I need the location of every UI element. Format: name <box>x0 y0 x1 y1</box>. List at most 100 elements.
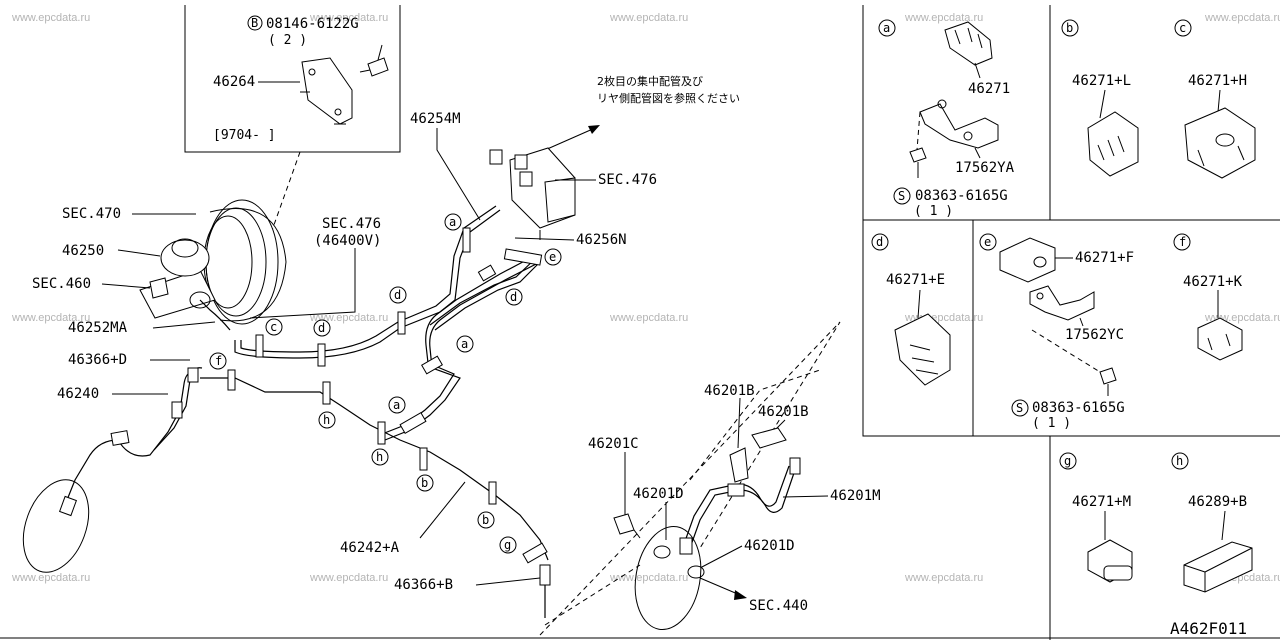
clip-marker-a: a <box>388 396 406 414</box>
panel-g-letter: g <box>1064 454 1071 468</box>
bolt-symbol-circle <box>247 15 263 31</box>
panel-e-qty: ( 1 ) <box>1032 416 1071 431</box>
clip-46271H-shape <box>1184 107 1256 179</box>
svg-text:b: b <box>421 476 428 490</box>
clip-marker-d: d <box>389 286 407 304</box>
svg-text:d: d <box>394 288 401 302</box>
bracket-17562YA-shape <box>919 103 999 149</box>
watermark: www.epcdata.ru <box>609 12 688 24</box>
brake-booster-assembly <box>139 199 287 325</box>
panel-e: e 46271+F 17562YC S 08363-6165G ( 1 ) <box>979 233 1134 431</box>
clip-marker-b: b <box>416 474 434 492</box>
bolt-symbol: B <box>251 16 258 30</box>
watermark: www.epcdata.ru <box>904 572 983 584</box>
svg-text:b: b <box>482 513 489 527</box>
clip-marker-d: d <box>313 319 331 337</box>
arrow-head <box>734 590 747 600</box>
watermark: www.epcdata.ru <box>309 572 388 584</box>
part-46201B-b-label: 46201B <box>758 404 809 420</box>
panel-a-bolt: 08363-6165G <box>915 188 1008 204</box>
panel-d-letter: d <box>876 235 883 249</box>
panel-d-part: 46271+E <box>886 272 945 288</box>
sec476-b-label: SEC.476 <box>322 216 381 232</box>
clip-marker-g: g <box>499 536 517 554</box>
watermark: www.epcdata.ru <box>1204 12 1280 24</box>
svg-text:h: h <box>323 413 330 427</box>
note-line-2: リヤ側配管図を参照ください <box>597 91 740 105</box>
panel-f: f 46271+K <box>1173 233 1243 361</box>
date-range: [9704- ] <box>213 128 276 143</box>
clip-marker-d: d <box>505 288 523 306</box>
panel-f-part: 46271+K <box>1183 274 1243 290</box>
panel-e-bolt: 08363-6165G <box>1032 400 1125 416</box>
sec476-b-sub: (46400V) <box>314 233 381 249</box>
left-callouts: SEC.470 46250 SEC.460 46252MA 46366+D 46… <box>32 206 381 402</box>
panel-c-part: 46271+H <box>1188 73 1247 89</box>
inset-bracket-46264: B 08146-6122G ( 2 ) 46264 [9704- ] <box>184 5 401 321</box>
svg-text:h: h <box>376 450 383 464</box>
panel-c-letter: c <box>1179 21 1186 35</box>
clip-marker-f: f <box>209 352 227 370</box>
part-46264-label: 46264 <box>213 74 255 90</box>
clip-46289B-shape <box>1183 541 1253 593</box>
sec440-label: SEC.440 <box>749 598 808 614</box>
clip-markers: c d d d a e a f h a h b b g <box>209 213 562 554</box>
sec470-label: SEC.470 <box>62 206 121 222</box>
clip-46271-shape <box>944 21 993 66</box>
panel-e-part: 46271+F <box>1075 250 1134 266</box>
watermark: www.epcdata.ru <box>309 312 388 324</box>
panel-h: h 46289+B <box>1171 452 1253 593</box>
bolt-part-number: 08146-6122G <box>266 16 359 32</box>
clip-marker-h: h <box>318 411 336 429</box>
part-46240-label: 46240 <box>57 386 99 402</box>
svg-text:a: a <box>449 215 456 229</box>
part-46201D-b-label: 46201D <box>744 538 795 554</box>
part-46250-label: 46250 <box>62 243 104 259</box>
hose-bolt-shape <box>613 513 635 535</box>
panel-d: d 46271+E <box>871 233 951 386</box>
hose-clip-46201B-a <box>729 447 749 483</box>
svg-text:a: a <box>393 398 400 412</box>
panel-c: c 46271+H <box>1174 19 1256 179</box>
part-46366B-label: 46366+B <box>394 577 453 593</box>
panel-b-part: 46271+L <box>1072 73 1131 89</box>
svg-text:c: c <box>270 320 277 334</box>
part-46252MA-label: 46252MA <box>68 320 128 336</box>
part-46256N-label: 46256N <box>576 232 627 248</box>
clip-46271L-shape <box>1087 111 1139 177</box>
svg-text:g: g <box>504 538 511 552</box>
note-line-1: 2枚目の集中配管及び <box>597 74 703 88</box>
watermark: www.epcdata.ru <box>609 572 688 584</box>
part-46201D-a-label: 46201D <box>633 486 684 502</box>
clip-46271K-shape <box>1197 317 1243 361</box>
svg-text:f: f <box>215 354 222 368</box>
watermark: www.epcdata.ru <box>11 572 90 584</box>
panel-f-letter: f <box>1179 235 1186 249</box>
arrow-head <box>588 125 600 134</box>
watermark: www.epcdata.ru <box>309 12 388 24</box>
diagram-code: A462F011 <box>1170 619 1247 638</box>
svg-text:a: a <box>461 337 468 351</box>
clip-marker-c: c <box>265 318 283 336</box>
bolt-shape <box>367 57 389 77</box>
svg-text:d: d <box>510 290 517 304</box>
clip-marker-a: a <box>444 213 462 231</box>
panel-a-bolt-symbol: S <box>898 189 905 203</box>
part-46201M-label: 46201M <box>830 488 881 504</box>
panel-g: g 46271+M <box>1059 452 1133 583</box>
panel-a-qty: ( 1 ) <box>914 204 953 219</box>
watermark: www.epcdata.ru <box>11 12 90 24</box>
part-46366D-label: 46366+D <box>68 352 127 368</box>
panel-b-letter: b <box>1066 21 1073 35</box>
clip-marker-h: h <box>371 448 389 466</box>
bracket-17562YC-shape <box>1029 285 1095 321</box>
clip-marker-e: e <box>544 248 562 266</box>
clip-marker-b: b <box>477 511 495 529</box>
panel-h-letter: h <box>1176 454 1183 468</box>
part-46201C-label: 46201C <box>588 436 639 452</box>
panel-g-part: 46271+M <box>1072 494 1131 510</box>
panel-a-part: 46271 <box>968 81 1010 97</box>
brake-hose-detail: 46201B 46201B 46201C 46201D 46201D 46201… <box>539 321 881 636</box>
watermark: www.epcdata.ru <box>11 312 90 324</box>
